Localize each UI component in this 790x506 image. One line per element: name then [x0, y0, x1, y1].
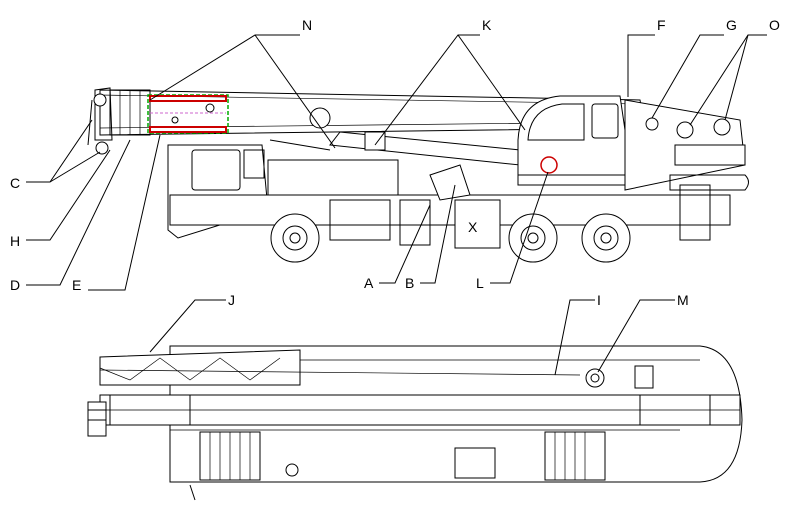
label-E: E — [72, 277, 81, 293]
fly-jib — [99, 349, 581, 386]
label-N: N — [302, 17, 312, 33]
hook-top — [87, 401, 107, 437]
highlighted-boom-section — [147, 94, 229, 134]
label-J: J — [228, 292, 235, 308]
side-view: X — [87, 87, 749, 263]
operator-cab — [517, 95, 626, 186]
top-view — [87, 345, 743, 501]
label-D: D — [10, 277, 20, 293]
callout-labels: N K F G O C H D E A B L J I M — [10, 17, 780, 308]
label-I: I — [597, 292, 601, 308]
label-M: M — [677, 292, 689, 308]
plate-mark: X — [468, 219, 478, 235]
label-A: A — [364, 275, 374, 291]
label-K: K — [482, 17, 492, 33]
label-F: F — [657, 17, 666, 33]
label-G: G — [726, 17, 737, 33]
label-B: B — [405, 275, 414, 291]
boom-head — [87, 87, 113, 155]
wheels-side — [270, 213, 631, 263]
boom-top — [99, 394, 741, 426]
label-H: H — [10, 233, 20, 249]
winch-drum — [585, 368, 605, 388]
leader-lines — [26, 34, 767, 376]
label-O: O — [769, 17, 780, 33]
superstructure — [624, 99, 749, 191]
label-L: L — [476, 275, 484, 291]
label-C: C — [10, 175, 20, 191]
